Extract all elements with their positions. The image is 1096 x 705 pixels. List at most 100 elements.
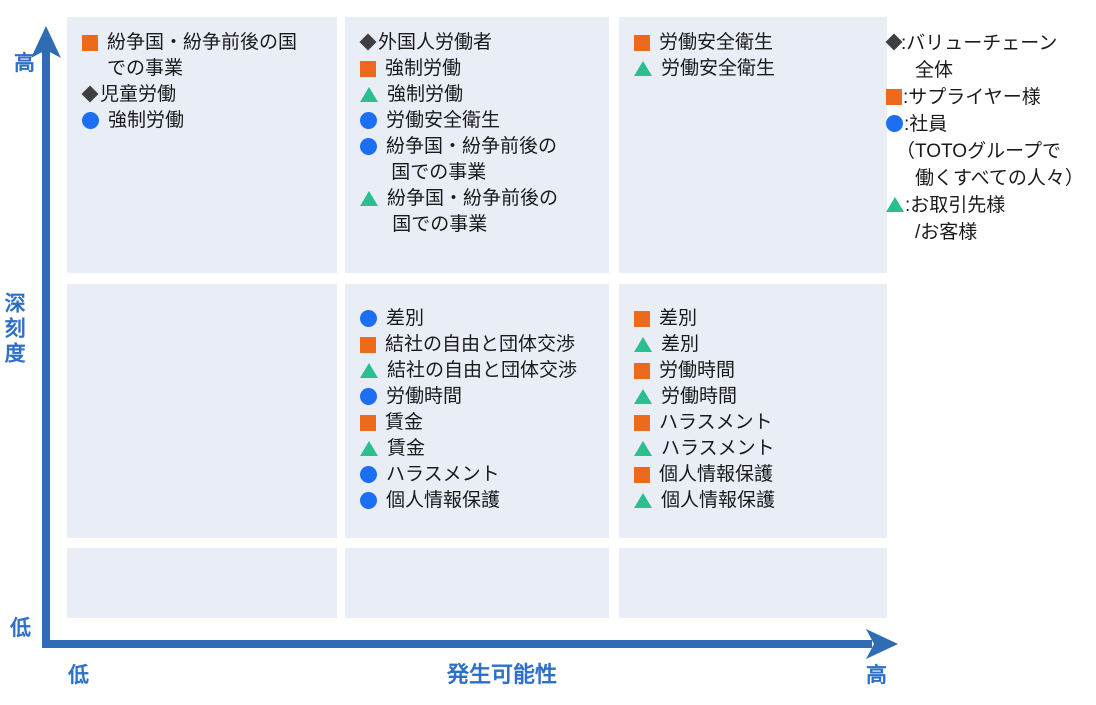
matrix-item-text: 強制労働 [108,110,185,131]
matrix-item-text: 個人情報保護 [661,490,776,511]
matrix-item: 賃金 [360,410,601,436]
employee-circle-icon [360,466,377,483]
matrix-item-text: 労働時間 [659,360,736,381]
matrix-item-text: 差別 [661,334,700,355]
supplier-square-icon [634,415,650,431]
partner-triangle-icon [360,441,378,456]
matrix-cell-low-severity-low-likelihood [67,548,337,618]
partner-triangle-icon [886,197,904,212]
matrix-item: 差別 [634,306,879,332]
valuechain-diamond-icon [885,33,903,51]
matrix-cell-high-severity-middle-likelihood: 外国人労働者強制労働強制労働労働安全衛生紛争国・紛争前後の 国での事業紛争国・紛… [345,17,609,273]
matrix-item-text: 強制労働 [385,58,462,79]
legend-item-text: /お客様 [896,222,978,243]
matrix-item: 個人情報保護 [360,488,601,514]
matrix-item-text: 労働時間 [386,386,463,407]
matrix-item: 労働時間 [634,358,879,384]
matrix-item: 差別 [360,306,601,332]
matrix-item-text: 結社の自由と団体交渉 [387,360,578,381]
axis-lines [42,50,872,648]
partner-triangle-icon [634,61,652,76]
partner-triangle-icon [360,87,378,102]
matrix-item: 強制労働 [360,82,601,108]
partner-triangle-icon [634,441,652,456]
matrix-item-text: 賃金 [387,438,426,459]
matrix-item: ハラスメント [634,436,879,462]
legend-item-text: 働くすべての人々） [896,168,1084,189]
employee-circle-icon [360,492,377,509]
valuechain-diamond-icon [81,85,99,103]
employee-circle-icon [360,388,377,405]
matrix-item: 労働安全衛生 [360,108,601,134]
matrix-item: 労働安全衛生 [634,30,879,56]
supplier-square-icon [634,363,650,379]
supplier-square-icon [634,35,650,51]
employee-circle-icon [360,310,377,327]
matrix-item-text: 労働安全衛生 [659,32,774,53]
matrix-cell-high-severity-high-likelihood: 労働安全衛生労働安全衛生 [619,17,887,273]
matrix-item: 紛争国・紛争前後の 国での事業 [360,186,601,238]
supplier-square-icon [634,467,650,483]
x-axis-low-label: 低 [68,664,89,687]
matrix-item: 労働安全衛生 [634,56,879,82]
matrix-item: 強制労働 [360,56,601,82]
partner-triangle-icon [634,389,652,404]
matrix-item: ハラスメント [360,462,601,488]
matrix-item: ハラスメント [634,410,879,436]
legend: :バリューチェーン 全体 :サプライヤー様 :社員（TOTOグループで 働くすべての… [885,30,1084,246]
matrix-item: 賃金 [360,436,601,462]
matrix-item-text: 労働安全衛生 [661,58,776,79]
supplier-square-icon [360,415,376,431]
matrix-item: 差別 [634,332,879,358]
matrix-cell-middle-severity-middle-likelihood: 差別結社の自由と団体交渉結社の自由と団体交渉労働時間賃金賃金ハラスメント個人情報… [345,284,609,538]
matrix-cell-low-severity-high-likelihood [619,548,887,618]
legend-item-text: :お取引先様 [905,195,1006,216]
matrix-item: 結社の自由と団体交渉 [360,332,601,358]
employee-circle-icon [360,138,377,155]
y-axis-high-label: 高 [14,52,35,75]
matrix-item: 結社の自由と団体交渉 [360,358,601,384]
matrix-item: 強制労働 [82,108,329,134]
matrix-item-text: 紛争国・紛争前後の 国での事業 [386,136,558,183]
matrix-item: 外国人労働者 [359,30,601,56]
matrix-item: 紛争国・紛争前後の 国での事業 [360,134,601,186]
matrix-item: 児童労働 [81,82,329,108]
matrix-item-text: ハラスメント [661,438,775,459]
matrix-item-text: 個人情報保護 [386,490,501,511]
matrix-item-text: ハラスメント [386,464,500,485]
legend-item-text: :バリューチェーン [901,33,1058,54]
matrix-cell-middle-severity-low-likelihood [67,284,337,538]
y-axis-low-label: 低 [10,617,31,640]
matrix-item: 労働時間 [360,384,601,410]
x-axis-high-label: 高 [866,664,887,687]
supplier-square-icon [82,35,98,51]
matrix-item-text: 労働時間 [661,386,738,407]
partner-triangle-icon [634,337,652,352]
matrix-item: 労働時間 [634,384,879,410]
supplier-square-icon [360,61,376,77]
matrix-item-text: 個人情報保護 [659,464,774,485]
matrix-item-text: 外国人労働者 [378,32,493,53]
legend-item: :バリューチェーン 全体 [885,30,1084,84]
matrix-item: 個人情報保護 [634,488,879,514]
legend-item: :お取引先様 /お客様 [886,192,1084,246]
employee-circle-icon [82,112,99,129]
partner-triangle-icon [634,493,652,508]
matrix-item-text: 紛争国・紛争前後の 国での事業 [387,188,559,235]
legend-item: :社員（TOTOグループで 働くすべての人々） [886,111,1084,192]
matrix-item-text: ハラスメント [659,412,773,433]
partner-triangle-icon [360,363,378,378]
legend-item-text: 全体 [896,60,954,81]
matrix-cell-middle-severity-high-likelihood: 差別差別労働時間労働時間ハラスメントハラスメント個人情報保護個人情報保護 [619,284,887,538]
matrix-item-text: 強制労働 [387,84,464,105]
legend-item: :サプライヤー様 [886,84,1084,111]
x-axis-title: 発生可能性 [447,662,558,687]
supplier-square-icon [634,311,650,327]
valuechain-diamond-icon [359,33,377,51]
partner-triangle-icon [360,191,378,206]
legend-item-text: :サプライヤー様 [903,87,1041,108]
matrix-cell-low-severity-middle-likelihood [345,548,609,618]
legend-item-text: :社員 [904,114,948,135]
